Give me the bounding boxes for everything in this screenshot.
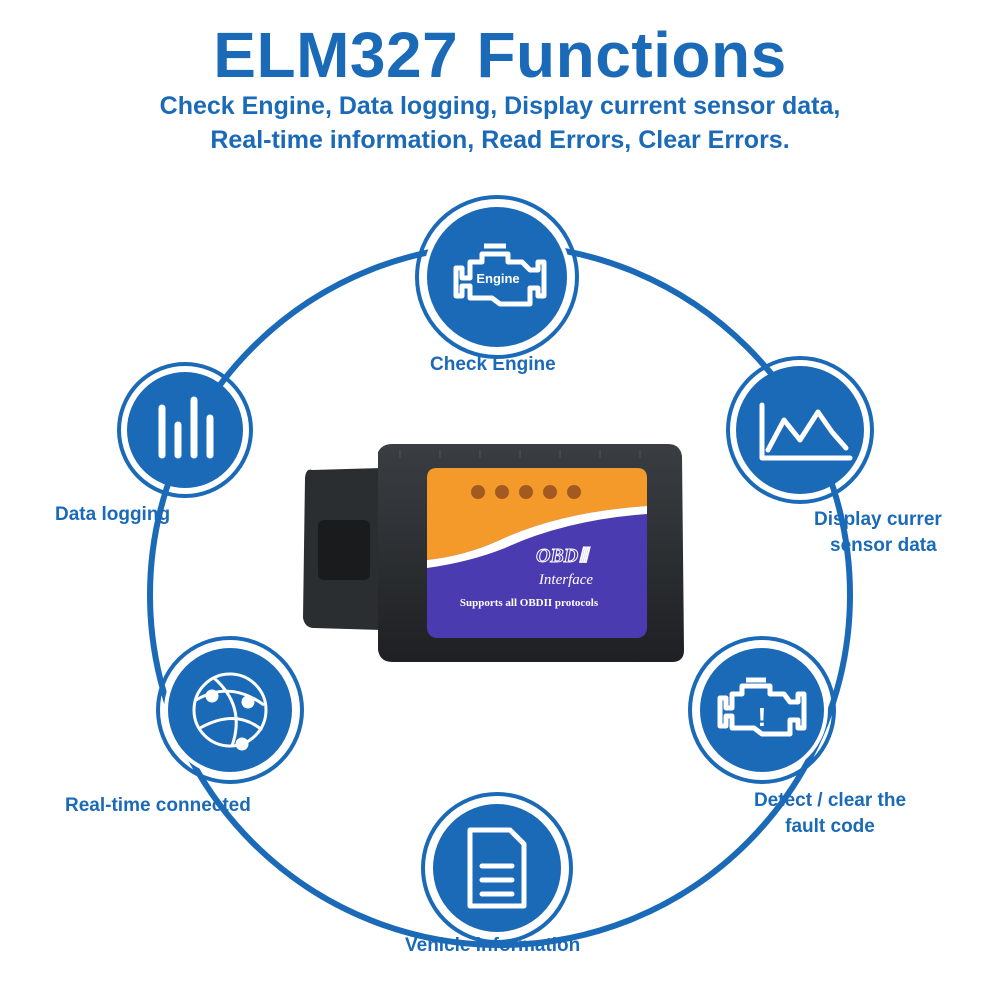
bar-chart-icon bbox=[158, 396, 214, 459]
obd-device-image: OBDⅡ Interface Supports all OBDII protoc… bbox=[303, 444, 684, 662]
node-vehicle-info bbox=[421, 792, 573, 944]
node-display-sensor bbox=[726, 356, 874, 504]
label-vehicle-info: Vehicle information bbox=[405, 935, 581, 956]
document-icon bbox=[467, 827, 527, 909]
globe-network-icon bbox=[192, 672, 268, 751]
warning-mark: ! bbox=[758, 702, 767, 732]
label-check-engine: Check Engine bbox=[430, 354, 556, 375]
device-leds bbox=[471, 485, 581, 499]
node-check-engine: Engine bbox=[415, 195, 579, 359]
page-title: ELM327 Functions bbox=[213, 19, 787, 91]
label-display-sensor-line2: sensor data bbox=[830, 535, 937, 556]
label-detect-fault-line1: Detect / clear the bbox=[753, 790, 907, 811]
engine-icon bbox=[453, 243, 547, 307]
label-realtime: Real-time connected bbox=[65, 795, 251, 816]
node-realtime bbox=[156, 636, 304, 784]
label-data-logging: Data logging bbox=[55, 504, 171, 525]
subtitle-line-2: Real-time information, Read Errors, Clea… bbox=[210, 126, 790, 154]
line-chart-icon bbox=[759, 402, 853, 461]
node-data-logging bbox=[117, 362, 253, 498]
label-display-sensor-line1: Display currer bbox=[814, 509, 942, 530]
device-interface-label: Interface bbox=[538, 572, 593, 588]
device-obd-label: OBDⅡ bbox=[536, 545, 591, 567]
engine-icon-text: Engine bbox=[476, 271, 519, 286]
engine-warning-icon bbox=[717, 677, 807, 737]
subtitle-line-1: Check Engine, Data logging, Display curr… bbox=[159, 92, 841, 120]
device-protocols-label: Supports all OBDII protocols bbox=[460, 597, 599, 609]
label-detect-fault-line2: fault code bbox=[785, 816, 875, 837]
node-detect-fault: ! bbox=[688, 636, 836, 784]
